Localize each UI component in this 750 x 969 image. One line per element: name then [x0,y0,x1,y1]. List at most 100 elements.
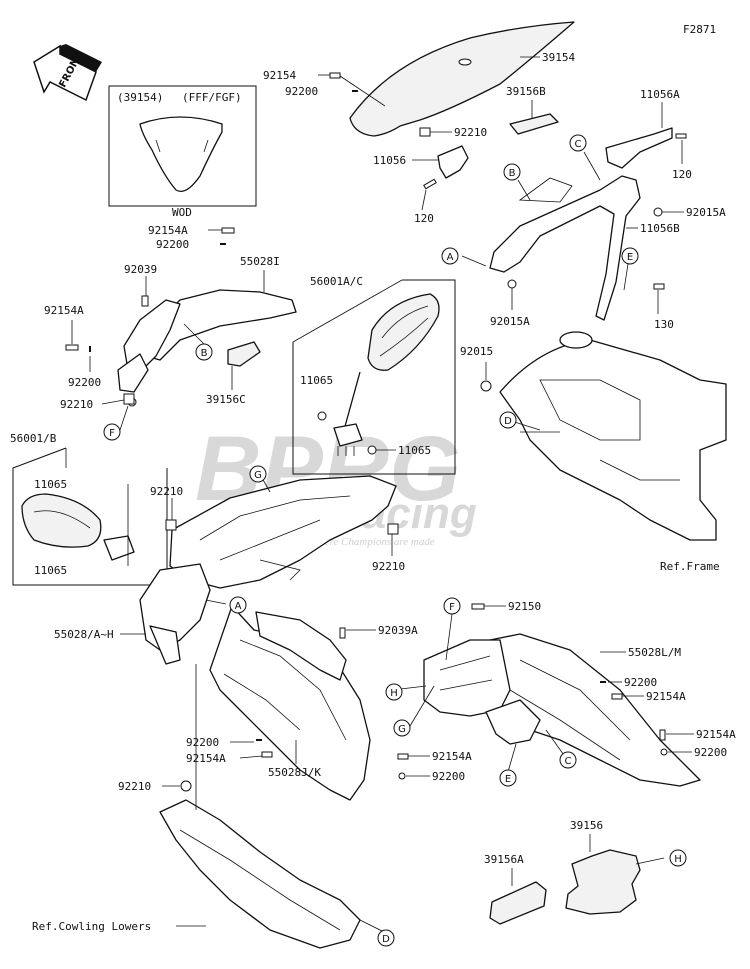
svg-text:92200: 92200 [186,736,219,749]
side-cowl-55028jk: 92039A 55028J/K [209,605,418,801]
diagram-code: F2871 [683,23,716,36]
svg-text:92039: 92039 [124,263,157,276]
svg-text:E: E [627,252,633,263]
upper-cowl-55028ah: 55028/A~H [54,563,211,665]
svg-text:130: 130 [654,318,674,331]
svg-text:120: 120 [414,212,434,225]
callout-h-2: H [669,849,687,867]
svg-text:92210: 92210 [372,560,405,573]
svg-text:B: B [509,168,516,179]
svg-text:A: A [235,601,242,612]
svg-text:39156C: 39156C [206,393,246,406]
callout-b-2: B [195,343,213,361]
front-arrow-icon: FRONT [33,44,102,102]
svg-text:G: G [254,470,262,481]
svg-text:F: F [109,428,115,439]
callout-b-1: B [503,163,521,181]
washer-92200-left: 92200 [68,346,101,389]
callout-e-1: E [621,247,639,265]
pad-39156c: 39156C [206,341,261,406]
callout-f-2: F [443,597,461,615]
svg-text:39156B: 39156B [506,85,546,98]
svg-text:C: C [575,139,582,150]
svg-text:92210: 92210 [454,126,487,139]
callout-d-2: D [377,929,395,947]
inset-part-number: (39154) [117,91,163,104]
svg-text:55028L/M: 55028L/M [628,646,681,659]
svg-text:92200: 92200 [156,238,189,251]
svg-text:E: E [505,774,511,785]
windshield-39154: 39154 [349,21,575,137]
pad-39156a: 39156A [484,853,547,925]
svg-text:11065: 11065 [300,374,333,387]
washer-92200-top: 92200 [156,238,226,251]
svg-text:Ref.Cowling Lowers: Ref.Cowling Lowers [32,920,151,933]
svg-text:39154: 39154 [542,51,575,64]
screw-92039: 92039 [124,263,157,307]
svg-text:11065: 11065 [34,564,67,577]
bracket-11056: 11056 120 [373,145,469,225]
nut-92210: 92210 [419,126,487,139]
svg-text:92154A: 92154A [148,224,188,237]
svg-text:92154A: 92154A [44,304,84,317]
svg-text:11056: 11056 [373,154,406,167]
svg-text:56001/B: 56001/B [10,432,57,445]
washer-92200: 92200 [285,85,358,98]
svg-text:92200: 92200 [285,85,318,98]
svg-text:92154A: 92154A [186,752,226,765]
bracket-left-assembly [117,299,181,407]
frame-reference: Ref.Frame 92015 [460,331,727,573]
svg-text:B: B [201,348,208,359]
svg-text:55028J/K: 55028J/K [268,766,321,779]
svg-text:92154: 92154 [263,69,296,82]
svg-text:92015A: 92015A [686,206,726,219]
inset-windshield-variant: (39154) (FFF/FGF) WOD [108,85,257,219]
svg-text:Ref.Frame: Ref.Frame [660,560,720,573]
callout-c-2: C [559,751,577,769]
svg-text:D: D [504,416,512,427]
pad-39156: 39156 [565,819,641,915]
svg-text:C: C [565,756,572,767]
svg-text:H: H [390,688,398,699]
svg-text:92015A: 92015A [490,315,530,328]
svg-text:Where Champions are made: Where Champions are made [310,536,435,548]
screw-92154a-left: 92154A [44,304,84,351]
mirror-56001ac-group: 56001A/C 11065 11065 [292,275,456,475]
svg-text:A: A [447,252,454,263]
svg-text:D: D [382,934,390,945]
inset-color-code: (FFF/FGF) [182,91,242,104]
svg-text:92210: 92210 [118,780,151,793]
callout-f-1: F [103,423,121,441]
svg-text:92200: 92200 [624,676,657,689]
svg-text:G: G [398,724,406,735]
inner-panel-55028i: 55028I [145,255,297,361]
mirror-56001b-group: 56001/B 11065 11065 [10,432,168,586]
fasteners-center: 92154A 92200 [397,750,472,783]
svg-text:92154A: 92154A [646,690,686,703]
svg-text:56001A/C: 56001A/C [310,275,363,288]
svg-text:92200: 92200 [68,376,101,389]
svg-text:92039A: 92039A [378,624,418,637]
pad-39156b: 39156B [506,85,559,135]
callout-g-1: G [249,465,267,483]
svg-text:92210: 92210 [60,398,93,411]
nut-92210-left: 92210 [60,393,135,411]
callout-g-2: G [393,719,411,737]
callout-a-1: A [441,247,459,265]
svg-text:11056A: 11056A [640,88,680,101]
svg-text:92150: 92150 [508,600,541,613]
svg-text:11065: 11065 [398,444,431,457]
stay-11056b: 11056B 92015A 92015A 130 [489,175,726,331]
svg-text:39156A: 39156A [484,853,524,866]
callout-c-1: C [569,134,587,152]
svg-text:55028/A~H: 55028/A~H [54,628,114,641]
svg-text:H: H [674,854,682,865]
lower-cowling-reference: 92210 Ref.Cowling Lowers [32,780,361,949]
svg-text:92200: 92200 [432,770,465,783]
callout-a-2: A [229,596,247,614]
svg-text:92154A: 92154A [696,728,736,741]
callout-e-2: E [499,769,517,787]
svg-text:39156: 39156 [570,819,603,832]
